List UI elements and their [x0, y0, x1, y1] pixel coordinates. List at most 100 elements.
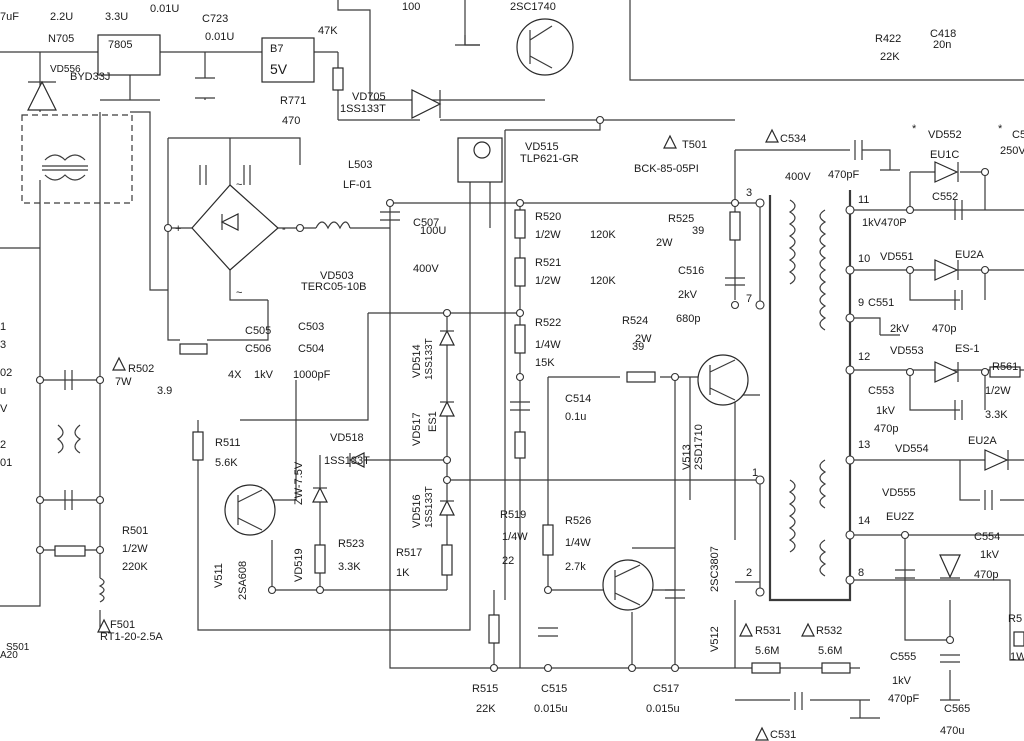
label: C552 [932, 191, 958, 203]
label: R561 [992, 361, 1018, 373]
label: R511 [215, 437, 240, 449]
label: 39 [692, 225, 704, 237]
label: C565 [944, 703, 970, 715]
diode-vd553 [934, 361, 959, 383]
pin-number: 14 [858, 515, 870, 527]
resistor-r561 [989, 366, 1021, 378]
label: 0.1u [565, 411, 586, 423]
edge-label: 02 [0, 367, 12, 379]
label: R517 [396, 547, 422, 559]
isolation-transformer-box [21, 114, 133, 204]
label: R502 [128, 363, 154, 375]
label: 5V [270, 61, 288, 77]
label: V513 [681, 444, 693, 470]
label: 1/4W [535, 339, 561, 351]
label: A20 [0, 650, 18, 661]
label: 470pF [888, 693, 919, 705]
label: VD514 [411, 344, 423, 378]
label: R531 [755, 625, 781, 637]
warning-triangle-icon [739, 622, 753, 637]
resistor-r526 [542, 524, 554, 556]
resistor-r525 [729, 211, 741, 241]
label: 1kV [980, 549, 1000, 561]
label: EU1C [930, 149, 959, 161]
diode-vd556 [27, 80, 57, 111]
resistor-r522 [514, 324, 526, 354]
label: C418 [930, 28, 956, 40]
label: VD503 [320, 270, 354, 282]
diode-vd705 [411, 89, 442, 119]
label: 0.01U [150, 3, 179, 15]
label: S501 [6, 642, 30, 653]
star-mark: * [912, 123, 917, 135]
label: 1SS133T [340, 103, 386, 115]
label: C506 [245, 343, 271, 355]
junctions [35, 115, 990, 673]
label: 0.01U [205, 31, 234, 43]
label: 1/2W [122, 543, 148, 555]
label: R526 [565, 515, 591, 527]
label: 2SC1740 [510, 1, 556, 13]
label: 3.3K [338, 561, 361, 573]
label: 5.6M [755, 645, 779, 657]
label: 1000pF [293, 369, 331, 381]
label: 1/2W [985, 385, 1011, 397]
label: 1kV [876, 405, 896, 417]
warning-triangle-icon [755, 726, 769, 741]
label: TLP621-GR [520, 153, 579, 165]
label: VD555 [882, 487, 916, 499]
label: N705 [48, 33, 74, 45]
warning-triangle-icon [97, 618, 111, 633]
label: R521 [535, 257, 561, 269]
label: 470p [974, 569, 998, 581]
label: L503 [348, 159, 372, 171]
label: 0.015u [534, 703, 568, 715]
label: R501 [122, 525, 148, 537]
pin-number: 1 [752, 467, 758, 479]
label: ZW-7.5V [293, 461, 305, 505]
label: C507 [413, 217, 439, 229]
label: C553 [868, 385, 894, 397]
module-b7 [261, 37, 315, 83]
label: 470pF [828, 169, 859, 181]
label: 1kV470P [862, 217, 907, 229]
transistor-v511 [224, 484, 276, 536]
resistor-r523 [314, 544, 326, 574]
label: C517 [653, 683, 679, 695]
label: C554 [974, 531, 1000, 543]
label: 470p [874, 423, 898, 435]
label: 0.015u [646, 703, 680, 715]
resistor-r532 [821, 662, 851, 674]
edge-label: 3 [0, 339, 6, 351]
transformer-pins [755, 198, 855, 597]
label: 120K [590, 229, 616, 241]
label: 400V [785, 171, 811, 183]
pin-number: 9 [858, 297, 864, 309]
label: 3.3U [105, 11, 128, 23]
label: 1kV [892, 675, 912, 687]
label: R519 [500, 509, 526, 521]
resistor-r521 [514, 257, 526, 287]
ac-mark: ~ [236, 179, 242, 191]
edge-label: 01 [0, 457, 12, 469]
resistor-r502 [179, 343, 208, 355]
label: 47K [318, 25, 338, 37]
polarity-mark: + [175, 223, 181, 235]
label: 220K [122, 561, 148, 573]
label: R771 [280, 95, 306, 107]
pin-number: 3 [746, 187, 752, 199]
label: EU2A [955, 249, 984, 261]
label: 1SS133T [424, 338, 435, 380]
edge-label: V [0, 403, 8, 415]
warning-triangle-icon [663, 134, 677, 149]
label: R524 [622, 315, 648, 327]
resistor-r520 [514, 209, 526, 239]
label: 680p [676, 313, 700, 325]
label: 1/2W [535, 229, 561, 241]
inductor-l503 [315, 221, 351, 230]
zener-vd519 [312, 486, 328, 503]
diode-vd554 [984, 449, 1009, 471]
label: 5.6M [818, 645, 842, 657]
transistor-v513 [697, 354, 749, 406]
